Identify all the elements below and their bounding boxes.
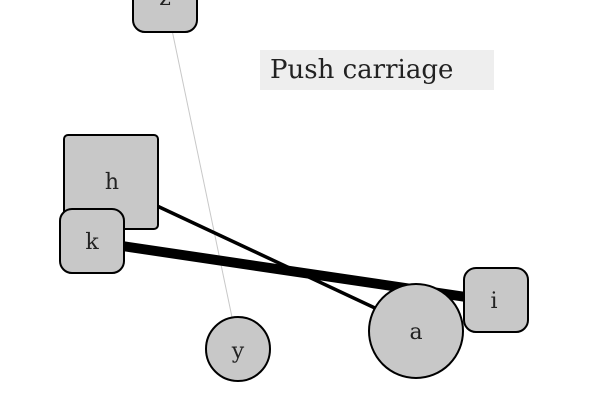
edge-k-i[interactable] (122, 241, 466, 302)
node-i-label: i (490, 289, 497, 314)
node-y-label: y (231, 339, 245, 364)
caption-text: Push carriage (270, 55, 453, 85)
node-k[interactable]: k (59, 208, 125, 274)
node-k-label: k (85, 230, 99, 255)
node-a[interactable]: a (368, 283, 464, 379)
node-a-label: a (409, 320, 422, 345)
node-k-shape (59, 208, 125, 274)
node-y-shape (205, 316, 271, 382)
node-i[interactable]: i (463, 267, 529, 333)
node-i-shape (463, 267, 529, 333)
node-z-shape (132, 0, 198, 33)
node-z-label: z (159, 0, 171, 11)
edge-h-a[interactable] (154, 203, 391, 317)
node-z[interactable]: z (132, 0, 198, 33)
caption-background (260, 50, 494, 90)
edge-z-y[interactable] (171, 29, 234, 323)
node-y[interactable]: y (205, 316, 271, 382)
edges-layer (122, 29, 466, 323)
node-a-shape (368, 283, 464, 379)
node-h-label: h (105, 170, 119, 195)
nodes-layer: z h k a i y (59, 0, 529, 382)
caption: Push carriage (260, 50, 494, 90)
